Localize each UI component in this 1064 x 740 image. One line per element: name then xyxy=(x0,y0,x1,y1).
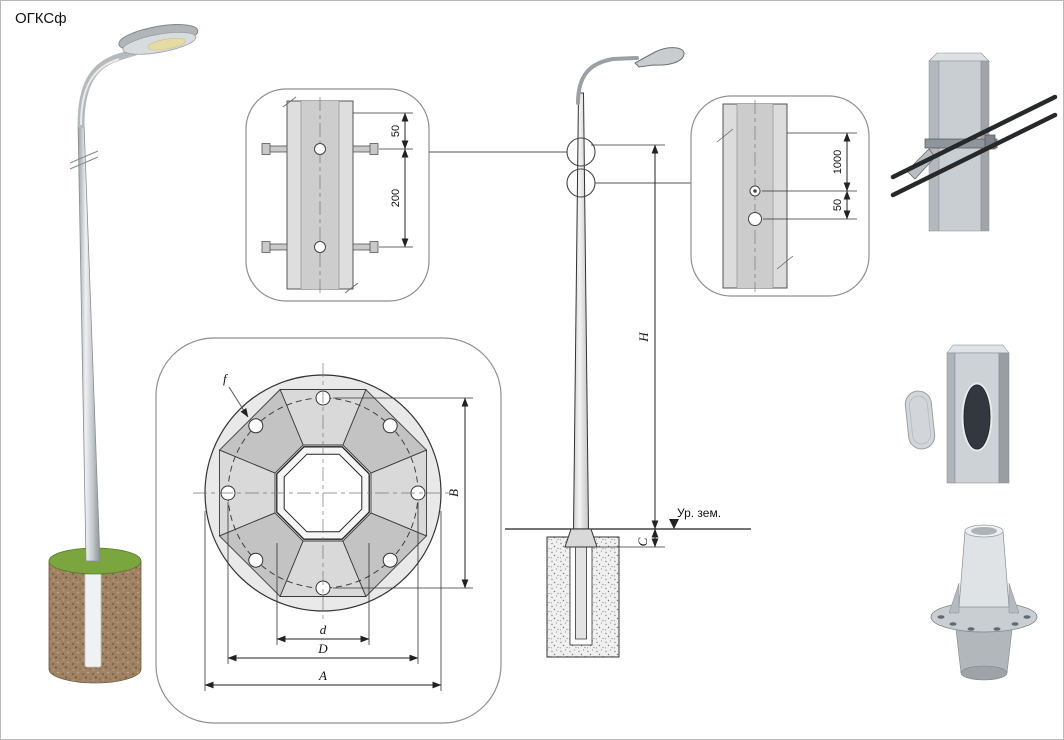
bolt-row-lower xyxy=(261,241,379,253)
bolt xyxy=(352,243,372,251)
dim-text-f: f xyxy=(223,371,229,386)
tube-bore xyxy=(971,527,997,535)
product-code-label: ОГКСф xyxy=(15,10,67,27)
ground-level-mark: Ур. зем. xyxy=(669,506,721,529)
dimension-C: C xyxy=(597,528,665,548)
bolt-hole xyxy=(314,241,326,253)
dimension-50b: 50 xyxy=(763,190,857,220)
dimension-H: H xyxy=(591,144,665,530)
dim-text-200: 200 xyxy=(390,189,402,207)
dim-text-D: D xyxy=(317,641,328,656)
bolt-head xyxy=(369,143,379,155)
break-tick xyxy=(776,255,794,270)
dim-text-H: H xyxy=(636,332,651,343)
dimension-D: D xyxy=(227,502,419,664)
pole-3d-render xyxy=(48,24,199,684)
dimension-d: d xyxy=(276,543,370,645)
arm-joint-detail-view: 50 200 xyxy=(245,88,430,302)
bolt xyxy=(268,145,288,153)
dimension-50: 50 xyxy=(353,112,413,150)
clamp-assembly-3d xyxy=(890,52,1058,232)
flange-rib-faces xyxy=(218,388,428,598)
dim-text-1000: 1000 xyxy=(832,150,844,174)
pole-shaft-3d xyxy=(77,122,101,562)
luminaire-3d xyxy=(118,24,199,55)
embedded-pole xyxy=(575,546,587,640)
luminaire xyxy=(634,47,685,68)
bolt-head xyxy=(261,143,271,155)
flange-bolt-holes xyxy=(220,390,426,596)
dim-text-C: C xyxy=(635,537,650,546)
dim-text-50: 50 xyxy=(390,125,402,137)
dimension-A: A xyxy=(204,511,442,691)
bolt-head xyxy=(261,241,271,253)
dimension-200: 200 xyxy=(379,148,413,248)
break-tick xyxy=(282,96,297,108)
gusset xyxy=(948,582,960,614)
handhole-cover-3d xyxy=(904,344,1010,484)
handhole-opening xyxy=(963,384,991,450)
flange-holes-3d xyxy=(937,615,1031,631)
embedded-sleeve xyxy=(84,558,102,668)
pole-shaft xyxy=(572,92,590,530)
cable-hole xyxy=(748,212,762,226)
lamp-lens xyxy=(147,37,186,51)
gusset xyxy=(1008,582,1020,614)
arm-highlight xyxy=(80,58,120,126)
dimension-f: f xyxy=(223,371,249,418)
cable-rod xyxy=(890,112,1058,198)
bolt-head xyxy=(369,241,379,253)
dimension-1000: 1000 xyxy=(762,132,857,192)
dim-text-50b: 50 xyxy=(832,199,844,211)
ground-level-label: Ур. зем. xyxy=(677,506,721,520)
dim-text-B: B xyxy=(446,489,461,497)
bolt xyxy=(268,243,288,251)
hole-spacing-detail-view: 1000 50 xyxy=(690,95,870,297)
flange-plan-view: f B d D A xyxy=(155,337,502,724)
bolt-row-upper xyxy=(261,143,379,155)
pole-facet-left xyxy=(946,352,956,484)
pole-facet-right xyxy=(998,352,1010,484)
dimension-B: B xyxy=(333,397,473,589)
foundation-3d xyxy=(48,547,142,684)
dim-text-A: A xyxy=(318,668,327,683)
break-tick xyxy=(344,282,359,294)
break-tick xyxy=(716,128,734,143)
handhole-cover-plate xyxy=(904,390,936,450)
earthing-bolt-dot xyxy=(753,189,757,193)
level-arrow-icon xyxy=(669,519,679,529)
base-collar xyxy=(564,528,598,548)
bolt-hole xyxy=(314,143,326,155)
pole-break-mark xyxy=(69,150,99,170)
shoe-tube xyxy=(958,530,1010,608)
pole-arm xyxy=(576,56,639,105)
pole-elevation-view: H C Ур. зем. xyxy=(429,47,751,658)
cable-rod xyxy=(890,94,1058,180)
bolt xyxy=(352,145,372,153)
foundation-section xyxy=(546,528,620,658)
dim-text-d: d xyxy=(320,622,327,637)
flange-shoe-3d xyxy=(930,524,1038,681)
